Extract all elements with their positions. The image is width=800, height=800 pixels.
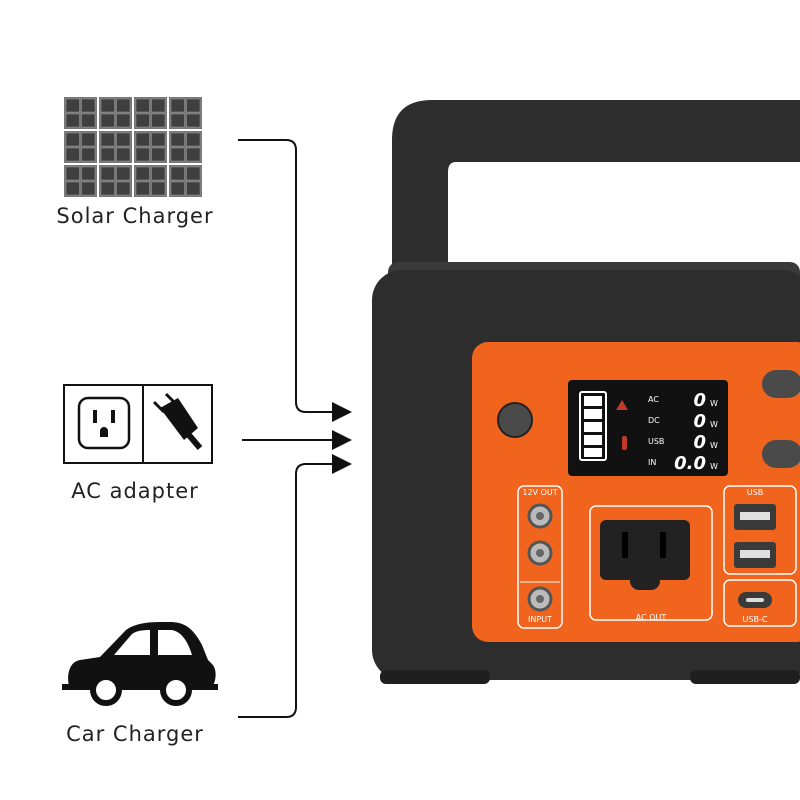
solar-cell [186,166,201,181]
solar-cell [116,98,131,113]
side-button-top [762,370,800,398]
dc-port-1[interactable] [527,503,553,529]
side-button-bottom [762,440,800,468]
car-icon [62,622,218,706]
solar-cell [65,113,80,128]
lcd-row-unit: W [710,399,718,408]
power-button [497,402,533,438]
input-port[interactable] [527,586,553,612]
solar-connector [238,139,352,422]
solar-cell [65,147,80,162]
dc-out-frame [517,485,563,629]
solar-cell [100,147,115,162]
usb-a-port-1[interactable] [734,504,776,530]
usb-label: USB [747,488,763,497]
solar-cell [186,132,201,147]
solar-cell [170,132,185,147]
solar-cell [100,113,115,128]
solar-cell [65,98,80,113]
usb-c-label: USB-C [743,615,768,624]
solar-cell [135,147,150,162]
solar-cell [151,181,166,196]
lcd-display [568,380,728,476]
solar-cell [186,113,201,128]
usb-a-port-2[interactable] [734,542,776,568]
ac-out-label: AC OUT [636,613,667,622]
usb-frame [723,485,797,575]
lcd-row-value: 0 [693,432,706,453]
solar-cell [186,147,201,162]
lcd-row-label: USB [648,437,664,446]
solar-cell [151,132,166,147]
carry-handle [392,100,800,275]
solar-cell [65,166,80,181]
lcd-row-unit: W [710,462,718,471]
connector-lines [238,139,352,718]
ac-outlet[interactable] [600,520,690,590]
solar-cell [81,181,96,196]
lcd-row-value: 0 [693,411,706,432]
solar-cell [116,113,131,128]
solar-cell [186,98,201,113]
solar-cell [170,181,185,196]
lcd-row-label: IN [648,458,656,467]
dc-port-2[interactable] [527,540,553,566]
solar-cell [81,147,96,162]
solar-cell [116,181,131,196]
solar-cell [81,166,96,181]
solar-cell [135,98,150,113]
lcd-row-label: DC [648,416,660,425]
solar-cell [151,147,166,162]
lcd-row-label: AC [648,395,659,404]
plug-icon [152,392,203,450]
solar-cell [135,181,150,196]
solar-cell [65,181,80,196]
solar-cell [170,166,185,181]
solar-cell [81,113,96,128]
solar-cell [116,132,131,147]
solar-cell [116,147,131,162]
solar-cell [100,132,115,147]
solar-cell [170,98,185,113]
solar-cell [151,113,166,128]
solar-cell [186,181,201,196]
solar-panel-icon [64,97,202,197]
solar-cell [170,113,185,128]
solar-cell [135,132,150,147]
source-label-solar: Solar Charger [56,204,214,228]
solar-cell [100,166,115,181]
source-label-car: Car Charger [66,722,204,746]
car-connector [238,454,352,718]
lcd-row-value: 0 [693,390,706,411]
lcd-row-value: 0.0 [674,453,706,474]
solar-cell [65,132,80,147]
solar-cell [81,132,96,147]
solar-cell [81,98,96,113]
solar-cell [100,98,115,113]
solar-cell [100,181,115,196]
input-label: INPUT [528,615,552,624]
source-label-ac: AC adapter [71,479,199,503]
solar-cell [135,113,150,128]
solar-cell [170,147,185,162]
solar-cell [116,166,131,181]
solar-cell [135,166,150,181]
usb-c-frame [723,579,797,627]
ac-out-frame [589,505,713,621]
lcd-row-unit: W [710,441,718,450]
solar-cell [151,98,166,113]
usb-c-port[interactable] [738,592,772,608]
lcd-row-unit: W [710,420,718,429]
solar-cell [151,166,166,181]
dc-out-label: 12V OUT [522,488,557,497]
